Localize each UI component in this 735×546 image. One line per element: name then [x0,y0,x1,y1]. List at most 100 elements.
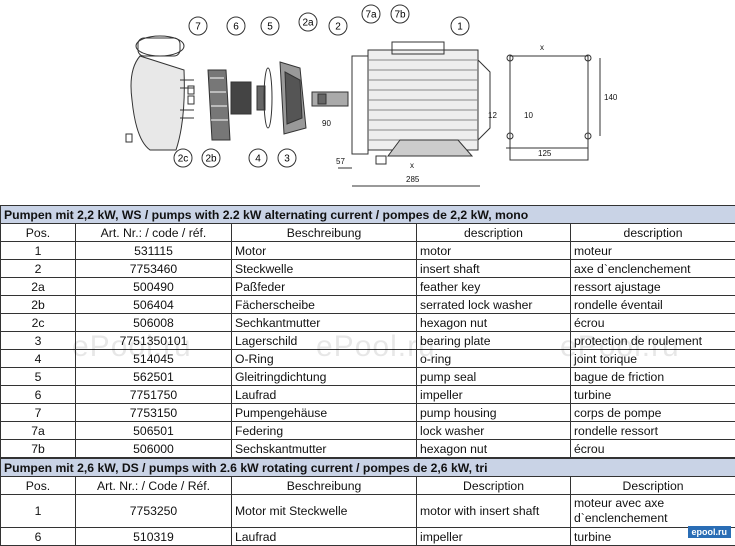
callout-label: 7 [195,22,201,33]
callout-label: 7b [394,10,406,21]
column-header: Description [571,477,735,495]
table-cell: Fächerscheibe [232,296,417,314]
dim-x-2: x [410,161,414,170]
table-cell: 6 [1,528,76,546]
table-cell: Steckwelle [232,260,417,278]
table-cell: axe d`enclenchement [571,260,735,278]
column-header: Beschreibung [232,224,417,242]
table-cell: hexagon nut [417,440,571,458]
table-cell: Sechskantmutter [232,440,417,458]
table-cell: bearing plate [417,332,571,350]
table2-title: Pumpen mit 2,6 kW, DS / pumps with 2.6 k… [1,459,735,477]
column-header: description [417,224,571,242]
watermark-1: ePool.ru [72,330,192,364]
table-cell: moteur [571,242,735,260]
site-badge: epool.ru [688,526,732,538]
column-header: Art. Nr.: / Code / Réf. [76,477,232,495]
table-cell: 510319 [76,528,232,546]
table-cell: Laufrad [232,528,417,546]
table-cell: pump seal [417,368,571,386]
table-cell: turbine [571,386,735,404]
dim-285: 285 [406,175,420,184]
table-cell: feather key [417,278,571,296]
table-cell: 3 [1,332,76,350]
table-cell: 7751750 [76,386,232,404]
pump-seal-drawing [231,82,265,114]
table-cell: bague de friction [571,368,735,386]
bearing-plate-drawing [280,62,306,134]
dim-140: 140 [604,93,618,102]
table-cell: 531115 [76,242,232,260]
table-cell: 500490 [76,278,232,296]
column-header: Beschreibung [232,477,417,495]
table-cell: serrated lock washer [417,296,571,314]
table-cell: motor with insert shaft [417,495,571,528]
table-cell: 2c [1,314,76,332]
callout-label: 2c [178,154,189,165]
table-cell: ressort ajustage [571,278,735,296]
table-cell: Gleitringdichtung [232,368,417,386]
column-header: description [571,224,735,242]
table-cell: moteur avec axe d`enclenchement [571,495,735,528]
callout-label: 5 [267,22,273,33]
table-cell: 506501 [76,422,232,440]
table-cell: 6 [1,386,76,404]
table-cell: motor [417,242,571,260]
table-cell: 7753460 [76,260,232,278]
column-header: Art. Nr.: / code / réf. [76,224,232,242]
table-cell: 2b [1,296,76,314]
table-cell: 562501 [76,368,232,386]
pump-housing-drawing [126,36,194,150]
table-cell: 506000 [76,440,232,458]
table-cell: 2 [1,260,76,278]
table-cell: 7a [1,422,76,440]
table-cell: impeller [417,386,571,404]
table-cell: écrou [571,440,735,458]
table-cell: rondelle ressort [571,422,735,440]
table-cell: Laufrad [232,386,417,404]
table-cell: rondelle éventail [571,296,735,314]
table-cell: pump housing [417,404,571,422]
motor-foot-plan [507,55,600,160]
insert-shaft-drawing [312,92,348,106]
table-cell: insert shaft [417,260,571,278]
table-cell: corps de pompe [571,404,735,422]
table-cell: hexagon nut [417,314,571,332]
table-cell: 2a [1,278,76,296]
parts-table-2-6kw: Pumpen mit 2,6 kW, DS / pumps with 2.6 k… [0,458,735,546]
impeller-drawing [208,70,230,140]
callout-label: 3 [284,154,290,165]
table-cell: 1 [1,242,76,260]
table-cell: lock washer [417,422,571,440]
table-cell: 7753250 [76,495,232,528]
callout-label: 4 [255,154,261,165]
table-cell: 1 [1,495,76,528]
dim-12: 12 [488,111,497,120]
dim-90: 90 [322,119,331,128]
table-cell: 506404 [76,296,232,314]
table-cell: 7b [1,440,76,458]
motor-drawing [352,42,490,164]
table-cell: Paßfeder [232,278,417,296]
table-cell: impeller [417,528,571,546]
table-cell: Federing [232,422,417,440]
column-header: Pos. [1,477,76,495]
watermark-2: ePool.ru [316,330,436,364]
table-cell: 506008 [76,314,232,332]
watermark-3: ePool.ru [560,330,680,364]
column-header: Pos. [1,224,76,242]
table-cell: 7 [1,404,76,422]
table-cell: Pumpengehäuse [232,404,417,422]
callout-label: 7a [365,10,377,21]
